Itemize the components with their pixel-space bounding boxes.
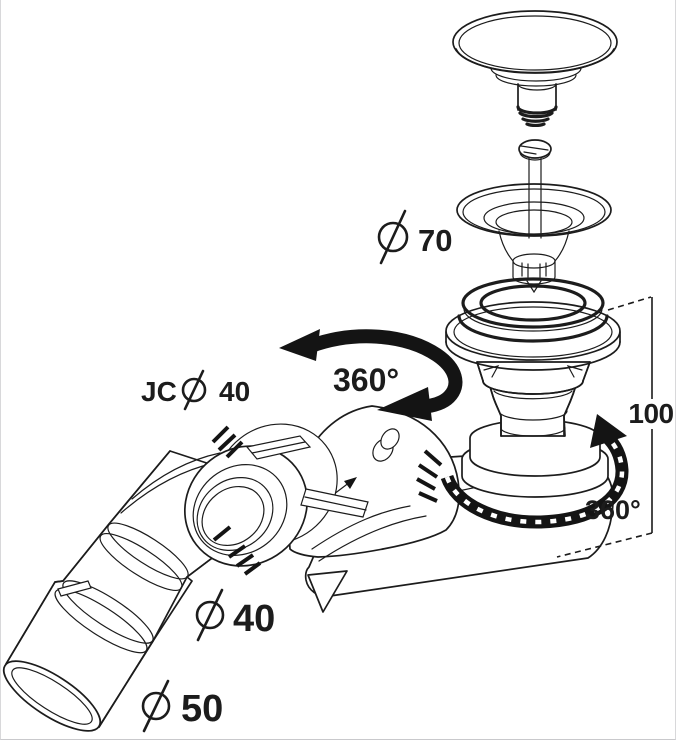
swivel-arrow-tail-hatch — [416, 449, 443, 503]
pipe-mouth-outer — [2, 660, 102, 732]
inlet-diameter-value: 40 — [219, 376, 250, 407]
label-inlet-connection: JC 40 — [141, 369, 250, 411]
riser-collar-notch — [483, 365, 500, 378]
arrowhead-lower — [377, 387, 432, 421]
nut-thread-serrations — [211, 425, 262, 576]
push-cap — [452, 10, 618, 128]
rotation-arrow-top — [279, 329, 463, 421]
rotation-bottom-label: 360° — [585, 495, 641, 525]
label-strainer-diameter: 70 — [377, 209, 452, 265]
pipe-step-ring — [62, 580, 154, 644]
cap-thread — [516, 105, 558, 128]
arrowhead-left — [279, 329, 320, 361]
rotation-top-label: 360° — [333, 362, 399, 398]
elbow-dome — [288, 405, 460, 562]
pipe-clip-tab — [57, 580, 92, 597]
strainer-diameter-value: 70 — [418, 223, 452, 258]
dimension-leader-bottom — [556, 532, 653, 558]
pipe-mouth-inner — [11, 667, 93, 725]
strainer-castellation-slots — [521, 262, 547, 278]
diameter-icon — [141, 691, 171, 721]
seal-rings — [457, 277, 609, 343]
pipe-step-ring — [54, 588, 148, 654]
pipe-rib-ring — [99, 533, 183, 591]
fixing-screw — [518, 139, 552, 239]
diameter-icon — [377, 221, 409, 253]
rotation-hint-arrowhead — [344, 477, 357, 489]
height-dimension: 100 — [556, 296, 674, 558]
outlet-elbow-pipe — [2, 450, 233, 732]
swivel-arrow-bottom — [416, 414, 629, 529]
swivel-nut — [183, 423, 369, 576]
label-outlet-diameter-large: 50 — [141, 679, 223, 733]
inlet-code: JC — [141, 376, 177, 407]
riser-collar-notch — [566, 365, 583, 378]
strainer-flange — [456, 183, 612, 294]
height-dimension-label: 100 — [628, 398, 673, 429]
dome-knob-top — [380, 428, 400, 450]
diameter-icon-slash — [183, 369, 205, 411]
strainer-tip — [526, 280, 542, 294]
diameter-icon-slash — [379, 209, 407, 265]
diameter-icon — [195, 600, 225, 630]
dimension-leader-top — [607, 296, 652, 311]
diameter-icon-slash — [196, 588, 224, 642]
outlet-small-value: 40 — [233, 598, 275, 640]
label-outlet-diameter-small: 40 — [195, 588, 275, 642]
diameter-icon — [181, 377, 207, 403]
arrowhead-swivel — [590, 414, 627, 448]
pipe-rib-ring — [107, 522, 189, 580]
housing-corner-fold — [307, 570, 348, 613]
diameter-icon-slash — [142, 679, 170, 733]
outlet-large-value: 50 — [181, 688, 223, 730]
screw-slot — [520, 145, 549, 155]
